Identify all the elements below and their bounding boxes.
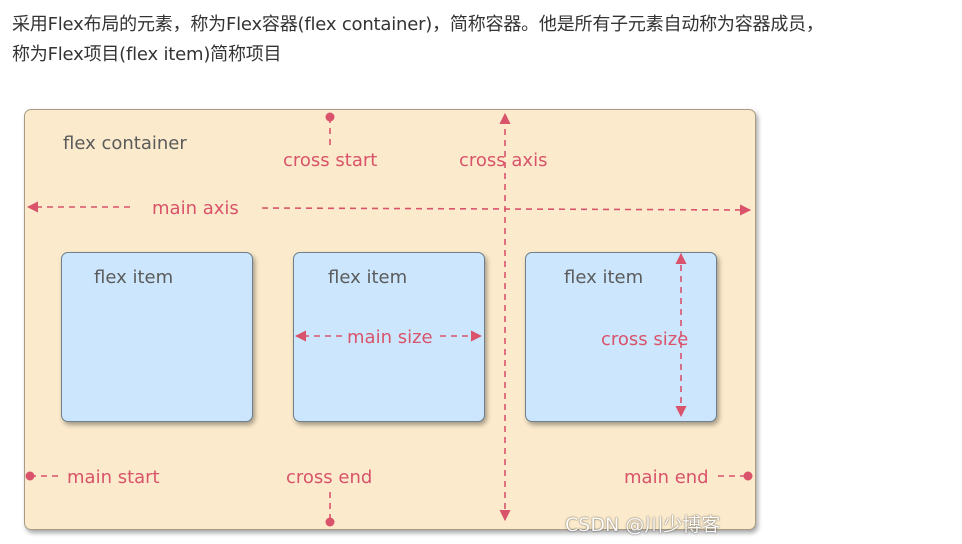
flex-item-box-1 xyxy=(61,252,253,422)
main-end-dot xyxy=(743,471,753,481)
main-axis-arrow-right xyxy=(261,204,752,216)
cross-end-dot xyxy=(325,517,335,527)
main-start-label: main start xyxy=(67,467,160,488)
main-start-dot xyxy=(25,471,35,481)
main-axis-label: main axis xyxy=(152,198,239,219)
intro-paragraph: 采用Flex布局的元素，称为Flex容器(flex container)，简称容… xyxy=(12,10,957,70)
cross-start-dot xyxy=(325,112,335,122)
main-end-label: main end xyxy=(624,467,709,488)
flex-container-label: flex container xyxy=(63,133,187,154)
cross-axis-label: cross axis xyxy=(459,150,548,171)
cross-size-label: cross size xyxy=(601,329,689,350)
flex-item-label-1: flex item xyxy=(94,267,174,288)
flex-item-box-2 xyxy=(293,252,485,422)
cross-start-label: cross start xyxy=(283,150,378,171)
cross-end-label: cross end xyxy=(286,467,373,488)
main-size-label: main size xyxy=(347,327,433,348)
intro-line-2: 称为Flex项目(flex item)简称项目 xyxy=(12,44,282,65)
flex-item-label-3: flex item xyxy=(564,267,644,288)
csdn-watermark: CSDN @川少博客 xyxy=(565,514,721,536)
intro-line-1: 采用Flex布局的元素，称为Flex容器(flex container)，简称容… xyxy=(12,14,824,35)
flex-item-label-2: flex item xyxy=(328,267,408,288)
